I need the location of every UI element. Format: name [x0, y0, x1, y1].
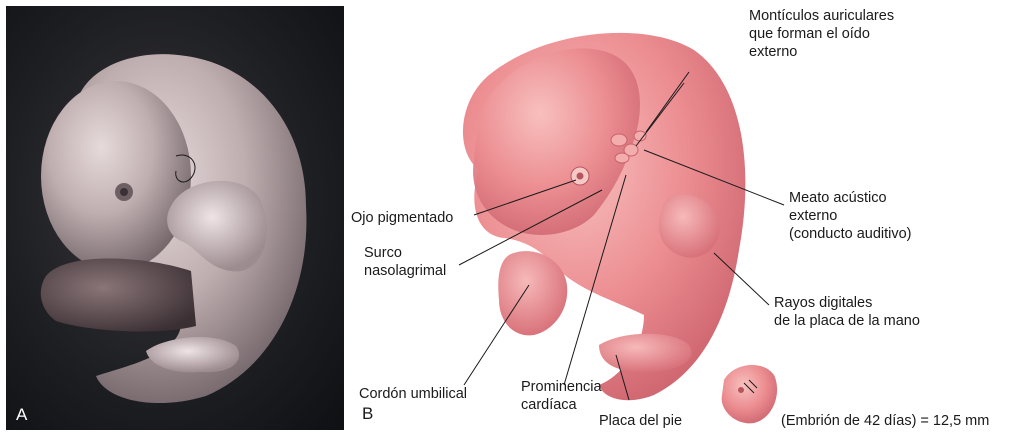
label-digital-rays-1: Rayos digitales: [774, 295, 872, 311]
label-foot-plate: Placa del pie: [599, 413, 682, 429]
label-digital-rays-2: de la placa de la mano: [774, 313, 920, 329]
label-external-meatus-3: (conducto auditivo): [789, 226, 912, 242]
scale-embryo-drawing: [722, 365, 777, 423]
label-pigmented-eye: Ojo pigmentado: [351, 210, 453, 226]
panel-a-letter: A: [16, 405, 28, 424]
label-external-meatus-2: externo: [789, 208, 837, 224]
foot-plate-drawing: [599, 334, 692, 372]
embryo-diagram: Montículos auriculares que forman el oíd…: [344, 0, 1022, 433]
label-nasolacrimal-1: Surco: [364, 245, 402, 261]
embryo-diagram-svg: Montículos auriculares que forman el oíd…: [344, 0, 1022, 433]
label-umbilical-cord: Cordón umbilical: [359, 386, 467, 402]
photo-umbilical-cord: [41, 259, 196, 332]
label-external-meatus-1: Meato acústico: [789, 190, 887, 206]
label-scale-note: (Embrión de 42 días) = 12,5 mm: [781, 413, 989, 429]
embryo-photograph: A: [6, 6, 344, 430]
label-nasolacrimal-2: nasolagrimal: [364, 263, 446, 279]
embryo-photo-svg: A: [6, 6, 344, 430]
label-cardiac-prominence-1: Prominencia: [521, 379, 603, 395]
label-cardiac-prominence-2: cardíaca: [521, 397, 578, 413]
panel-b-letter: B: [362, 404, 373, 423]
label-auricular-hillocks-3: externo: [749, 44, 797, 60]
label-auricular-hillocks-1: Montículos auriculares: [749, 8, 894, 24]
photo-embryo-head: [41, 81, 191, 271]
label-auricular-hillocks-2: que forman el oído: [749, 26, 870, 42]
